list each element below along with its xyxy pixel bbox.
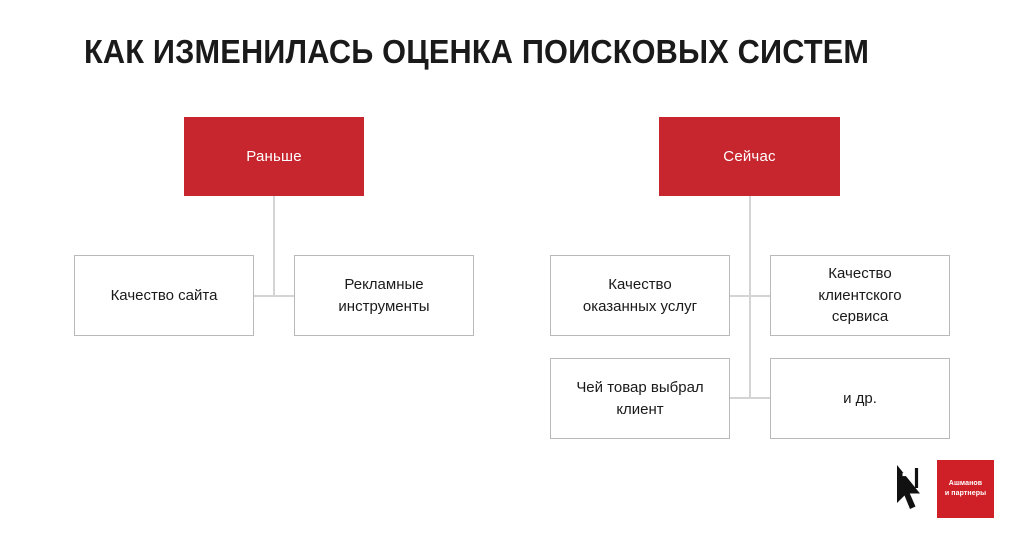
group-header-now: Сейчас <box>659 117 840 196</box>
leaf-box-etcetera: и др. <box>770 358 950 439</box>
logo-wordmark-line1: Ашманов <box>948 479 983 487</box>
connector-left-horizontal <box>254 295 294 297</box>
group-header-now-label: Сейчас <box>723 148 776 165</box>
logo-wordmark-box: Ашманов и партнеры <box>937 460 994 518</box>
group-header-earlier: Раньше <box>184 117 364 196</box>
leaf-label-etcetera: и др. <box>843 389 877 407</box>
leaf-label-site-quality: Качество сайта <box>110 286 218 304</box>
group-header-earlier-label: Раньше <box>246 148 302 165</box>
connector-right-horizontal-bottom <box>730 397 770 399</box>
ashmanov-a-cursor-icon <box>897 465 920 509</box>
connector-left-vertical <box>273 196 275 295</box>
logo-wordmark-line2: и партнеры <box>944 490 987 497</box>
connector-right-horizontal-top <box>730 295 770 297</box>
company-logo: Ашманов и партнеры <box>890 460 1000 520</box>
page-title: КАК ИЗМЕНИЛАСЬ ОЦЕНКА ПОИСКОВЫХ СИСТЕМ <box>84 33 870 70</box>
connector-right-vertical <box>749 196 751 398</box>
leaf-box-site-quality: Качество сайта <box>74 255 254 336</box>
